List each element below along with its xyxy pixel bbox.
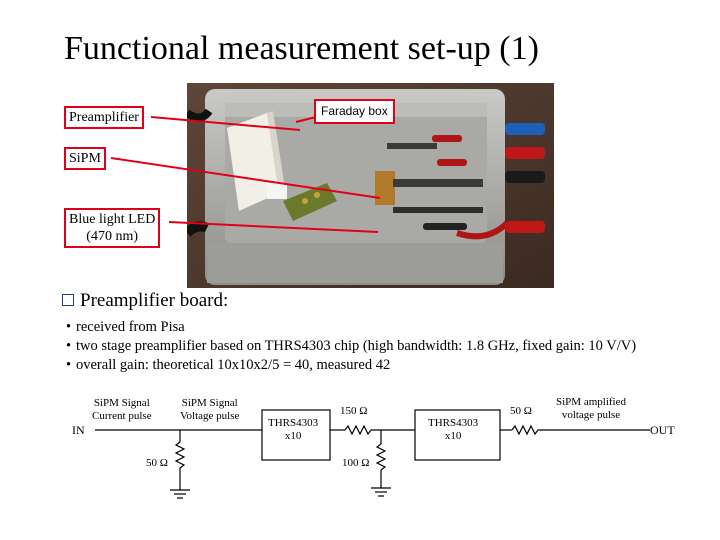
current-pulse-label-line1: SiPM Signal bbox=[92, 397, 152, 410]
bullet-dot-icon: • bbox=[66, 337, 76, 356]
led-callout: Blue light LED (470 nm) bbox=[64, 208, 160, 248]
section-heading-text: Preamplifier board: bbox=[80, 290, 228, 311]
voltage-pulse-label: SiPM Signal Voltage pulse bbox=[180, 397, 239, 423]
current-pulse-label-line2: Current pulse bbox=[92, 410, 152, 423]
amplified-pulse-label: SiPM amplified voltage pulse bbox=[556, 396, 626, 422]
input-label: IN bbox=[72, 424, 85, 437]
list-item-text: two stage preamplifier based on THRS4303… bbox=[76, 338, 636, 354]
amplifier-2: THRS4303 x10 bbox=[428, 417, 478, 443]
output-resistor-label: 50 Ω bbox=[510, 405, 532, 418]
faraday-box-callout: Faraday box bbox=[314, 99, 395, 124]
current-pulse-label: SiPM Signal Current pulse bbox=[92, 397, 152, 423]
amplifier-1: THRS4303 x10 bbox=[268, 417, 318, 443]
amplified-pulse-label-line1: SiPM amplified bbox=[556, 396, 626, 409]
list-item: •received from Pisa bbox=[66, 318, 636, 337]
voltage-pulse-label-line1: SiPM Signal bbox=[180, 397, 239, 410]
voltage-pulse-label-line2: Voltage pulse bbox=[180, 410, 239, 423]
section-heading: Preamplifier board: bbox=[62, 290, 228, 312]
bullet-list: •received from Pisa •two stage preamplif… bbox=[66, 318, 636, 375]
amplifier-2-gain: x10 bbox=[428, 430, 478, 443]
series-resistor-label: 150 Ω bbox=[340, 405, 367, 418]
led-callout-line2: (470 nm) bbox=[69, 228, 155, 245]
sipm-callout: SiPM bbox=[64, 147, 106, 170]
shunt-resistor-label: 50 Ω bbox=[146, 457, 168, 470]
list-item-text: received from Pisa bbox=[76, 319, 185, 335]
amplified-pulse-label-line2: voltage pulse bbox=[556, 409, 626, 422]
amplifier-2-name: THRS4303 bbox=[428, 417, 478, 430]
output-label: OUT bbox=[650, 424, 675, 437]
preamplifier-callout: Preamplifier bbox=[64, 106, 144, 129]
list-item: •two stage preamplifier based on THRS430… bbox=[66, 337, 636, 356]
amplifier-1-name: THRS4303 bbox=[268, 417, 318, 430]
checkbox-bullet-icon bbox=[62, 294, 74, 306]
divider-resistor-label: 100 Ω bbox=[342, 457, 369, 470]
page-title: Functional measurement set-up (1) bbox=[64, 30, 539, 68]
led-callout-line1: Blue light LED bbox=[69, 211, 155, 228]
bullet-dot-icon: • bbox=[66, 318, 76, 337]
amplifier-1-gain: x10 bbox=[268, 430, 318, 443]
